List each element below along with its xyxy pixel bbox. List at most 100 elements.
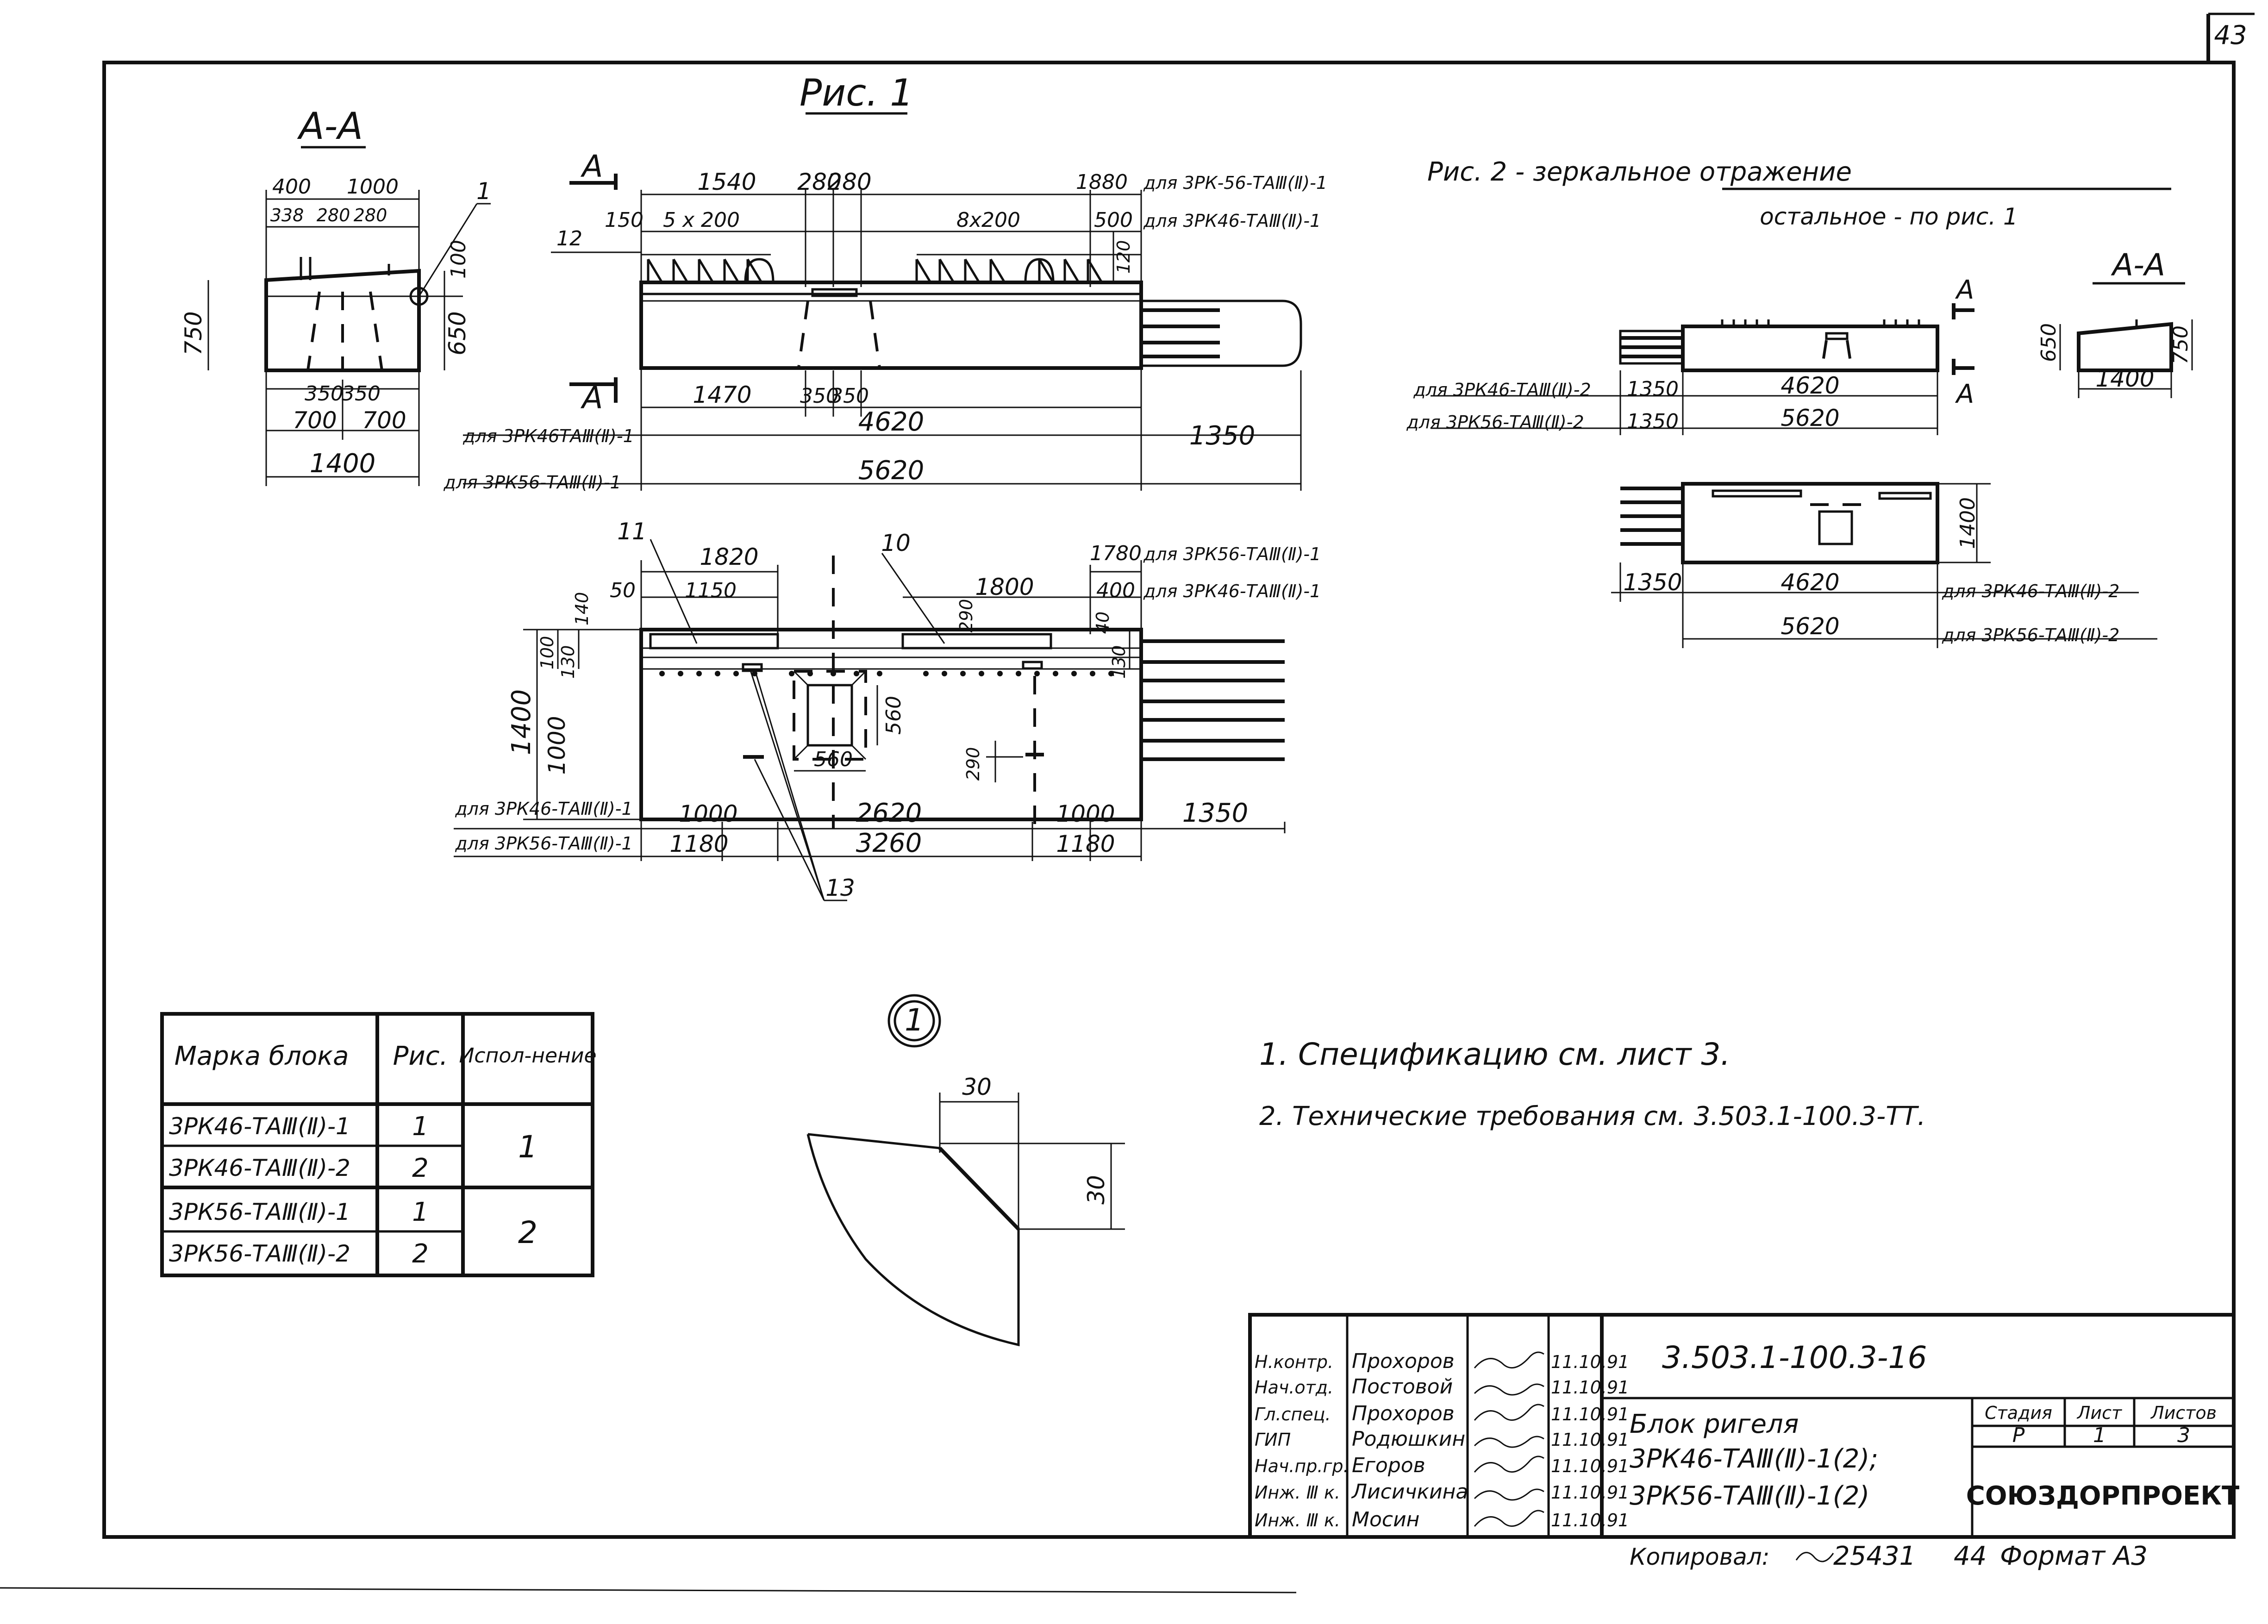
signature-rows: Н.контр. Прохоров 11.10.91 Нач.отд. Пост… — [1255, 1349, 1629, 1531]
dim-1000: 1000 — [347, 175, 399, 199]
plan-label-56: для 3РК56-ТАⅢ(Ⅱ)-1 — [455, 833, 632, 854]
signer-name: Родюшкин — [1352, 1427, 1465, 1451]
note-1: 1. Спецификацию см. лист 3. — [1259, 1037, 1730, 1072]
doc-title-line: 3РК56-ТАⅢ(Ⅱ)-1(2) — [1630, 1481, 1869, 1511]
footer: Копировал: 25431 44 Формат А3 — [1630, 1541, 2148, 1571]
dim-1000: 1000 — [544, 716, 570, 775]
fig1-elevation — [463, 174, 1302, 491]
ref-13: 13 — [825, 874, 855, 901]
role: Н.контр. — [1255, 1352, 1333, 1372]
dim-350: 350 — [800, 384, 839, 408]
dim-700: 700 — [362, 407, 406, 434]
sign-date: 11.10.91 — [1551, 1352, 1629, 1372]
dim-1880: 1880 — [1076, 170, 1128, 194]
sheet-label: Лист — [2076, 1403, 2123, 1423]
dim-1400: 1400 — [310, 449, 376, 479]
doc-title-line: 3РК46-ТАⅢ(Ⅱ)-1(2); — [1630, 1444, 1878, 1474]
dim-1540: 1540 — [697, 169, 756, 195]
dim-5620: 5620 — [858, 456, 925, 486]
role: Инж. Ⅲ к. — [1255, 1482, 1340, 1503]
copier-signature — [1795, 1552, 1834, 1562]
dim-338: 338 — [270, 205, 304, 225]
table-header-mark: Марка блока — [175, 1041, 349, 1071]
signer-name: Егоров — [1352, 1454, 1425, 1477]
dim-1180: 1180 — [1056, 831, 1115, 857]
fig2-dim-1400: 1400 — [1956, 497, 1980, 549]
dim-560: 560 — [814, 748, 853, 771]
plan-label-56-1: для 3РК56-ТАⅢ(Ⅱ)-1 — [1143, 544, 1321, 564]
dim-3260: 3260 — [856, 828, 922, 858]
dim-1820: 1820 — [700, 543, 758, 570]
copied-label: Копировал: — [1630, 1543, 1770, 1570]
fig1-section-title: А-А — [297, 105, 363, 148]
fig2-dim-650: 650 — [2037, 323, 2061, 362]
sign-date: 11.10.91 — [1551, 1404, 1629, 1424]
signer-name: Прохоров — [1352, 1402, 1455, 1425]
fig2-label-46-2: для 3РК46-ТАⅢ(Ⅱ)-2 — [1413, 380, 1591, 400]
ref-10: 10 — [881, 530, 911, 556]
sign-date: 11.10.91 — [1551, 1430, 1629, 1450]
sign-date: 11.10.91 — [1551, 1482, 1629, 1503]
role: ГИП — [1255, 1430, 1291, 1450]
dim-280: 280 — [317, 205, 350, 225]
dim-350: 350 — [342, 382, 381, 406]
ref-11: 11 — [617, 518, 647, 545]
elev-label-46-1: для 3РК46-ТАⅢ(Ⅱ)-1 — [1143, 211, 1321, 231]
cut-mark-a: А — [580, 149, 603, 184]
dim-350: 350 — [830, 384, 869, 408]
dim-100: 100 — [447, 240, 470, 279]
fig2-section — [2059, 319, 2193, 398]
dim-400: 400 — [272, 175, 311, 199]
dim-650: 650 — [444, 311, 471, 355]
ref-detail-1: 1 — [476, 178, 491, 205]
fig2-subtitle: остальное - по рис. 1 — [1760, 203, 2018, 230]
title-block — [1248, 1313, 2236, 1539]
detail-callout: 1 — [905, 1002, 924, 1038]
dim-1350: 1350 — [1189, 421, 1256, 451]
table-header-exec: Испол-нение — [459, 1044, 596, 1068]
sheet-frame — [0, 12, 2255, 1593]
table-row-mark: 3РК46-ТАⅢ(Ⅱ)-1 — [169, 1113, 350, 1140]
plan-label-46: для 3РК46-ТАⅢ(Ⅱ)-1 — [455, 799, 632, 819]
table-exec-1: 1 — [518, 1129, 537, 1165]
elev-label-56-1: для 3РК-56-ТАⅢ(Ⅱ)-1 — [1143, 173, 1327, 193]
fig2-cut-a: А — [1955, 379, 1974, 409]
block-table — [160, 1012, 594, 1277]
fig2-title: Рис. 2 - зеркальное отражение — [1427, 157, 1852, 187]
fig2-dim-750: 750 — [2169, 325, 2193, 364]
fig1-title: Рис. 1 — [800, 71, 913, 114]
fig2-section-title: А-А — [2111, 247, 2165, 283]
dim-8x200: 8x200 — [956, 208, 1020, 232]
role: Инж. Ⅲ к. — [1255, 1510, 1340, 1530]
dim-290: 290 — [963, 747, 983, 781]
fig2-dim-1400: 1400 — [2095, 365, 2154, 392]
sheets-value: 3 — [2177, 1424, 2190, 1447]
doc-code: 3.503.1-100.3-16 — [1662, 1340, 1927, 1375]
inventory-number: 25431 — [1833, 1541, 1916, 1571]
dim-1800: 1800 — [975, 574, 1034, 600]
fig2-dim-1350: 1350 — [1627, 410, 1679, 433]
dim-700: 700 — [293, 407, 337, 434]
table-row-fig: 1 — [412, 1197, 429, 1227]
sheets-label: Листов — [2150, 1403, 2217, 1423]
table-row-mark: 3РК56-ТАⅢ(Ⅱ)-1 — [169, 1199, 350, 1225]
page-number: 43 — [2214, 20, 2247, 50]
fig2-label-56-2: для 3РК56-ТАⅢ(Ⅱ)-2 — [1942, 625, 2119, 645]
dim-1150: 1150 — [685, 579, 737, 602]
dim-280: 280 — [797, 169, 841, 195]
detail-dim-30: 30 — [962, 1074, 992, 1100]
paper-format: Формат А3 — [2000, 1541, 2148, 1571]
dim-400: 400 — [1096, 579, 1135, 602]
organization: СОЮЗДОРПРОЕКТ — [1966, 1481, 2240, 1511]
dim-40: 40 — [1093, 612, 1113, 634]
dim-1780: 1780 — [1090, 542, 1142, 565]
table-row-mark: 3РК46-ТАⅢ(Ⅱ)-2 — [169, 1155, 350, 1181]
signer-name: Мосин — [1352, 1508, 1419, 1531]
stage-value: Р — [2012, 1424, 2025, 1447]
fig1-plan — [454, 539, 1286, 901]
plan-label-46-1: для 3РК46-ТАⅢ(Ⅱ)-1 — [1143, 581, 1321, 601]
fig1-section: А-А — [207, 105, 491, 486]
table-row-fig: 1 — [412, 1112, 429, 1142]
fig2-dim-4620: 4620 — [1781, 372, 1839, 399]
